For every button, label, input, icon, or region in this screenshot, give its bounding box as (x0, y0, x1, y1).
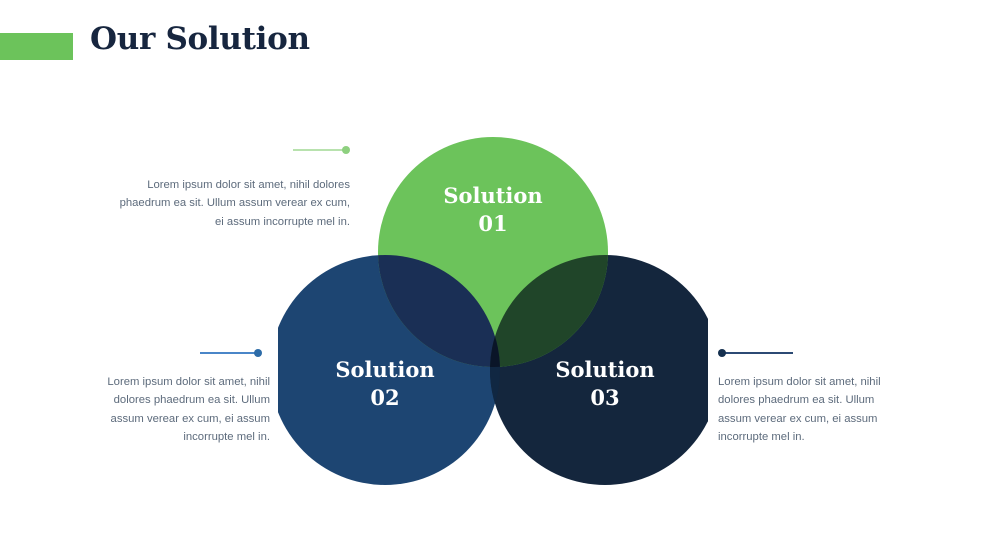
slide-header: Our Solution (0, 0, 988, 95)
connector-dot-icon (718, 349, 726, 357)
title-accent-bar (0, 33, 73, 60)
callout-solution-02-text: Lorem ipsum dolor sit amet, nihil dolore… (107, 376, 270, 443)
callout-solution-01-text: Lorem ipsum dolor sit amet, nihil dolore… (119, 179, 350, 228)
connector-stroke (723, 352, 793, 354)
callout-solution-03-text: Lorem ipsum dolor sit amet, nihil dolore… (718, 376, 881, 443)
page-title: Our Solution (90, 21, 310, 57)
connector-line-solution-02 (200, 349, 270, 357)
callout-solution-02: Lorem ipsum dolor sit amet, nihil dolore… (88, 343, 270, 446)
connector-stroke (293, 149, 345, 151)
overlap-green-blue (378, 255, 500, 367)
connector-line-solution-01 (293, 146, 350, 154)
connector-dot-icon (254, 349, 262, 357)
callout-solution-01: Lorem ipsum dolor sit amet, nihil dolore… (110, 140, 350, 231)
venn-svg (278, 137, 708, 485)
connector-dot-icon (342, 146, 350, 154)
overlap-green-dark (490, 255, 608, 367)
connector-line-solution-03 (718, 349, 798, 357)
callout-solution-03: Lorem ipsum dolor sit amet, nihil dolore… (718, 343, 908, 446)
connector-stroke (200, 352, 258, 354)
